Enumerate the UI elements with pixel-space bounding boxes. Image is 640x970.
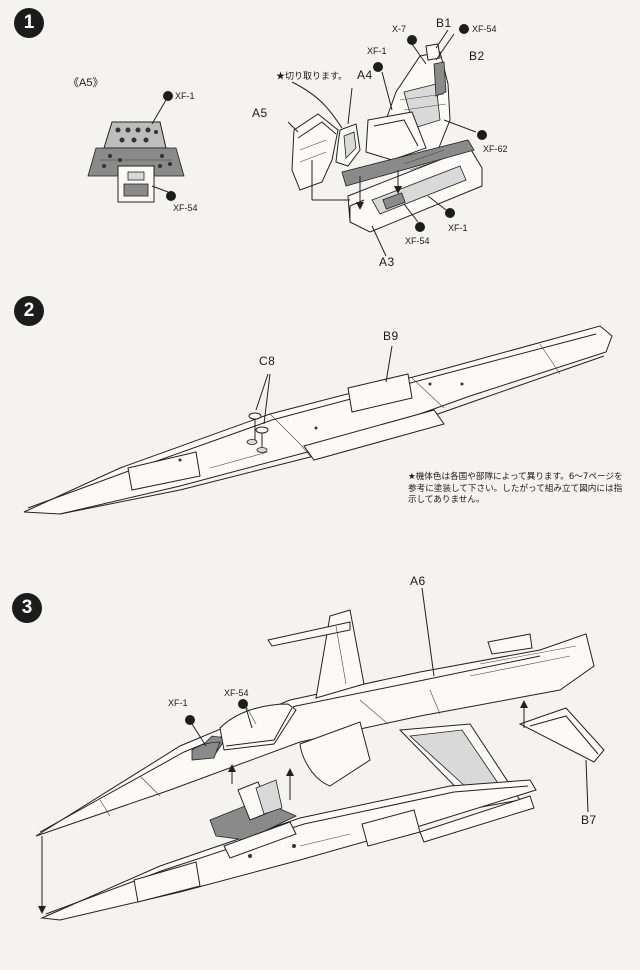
step-3-badge: 3 bbox=[12, 593, 42, 623]
cut-note: ★切り取ります。 bbox=[276, 71, 348, 81]
paint-label-x7: X-7 bbox=[392, 24, 407, 34]
paint-label-xf54-detail: XF-54 bbox=[173, 203, 198, 213]
paint-label-xf1-mid: XF-1 bbox=[367, 46, 387, 56]
a5-part bbox=[287, 113, 339, 191]
paint-dot-xf54-step3 bbox=[238, 699, 248, 709]
step-2-badge: 2 bbox=[14, 296, 44, 326]
a5-detail-panel bbox=[87, 121, 185, 203]
paint-dot-xf62 bbox=[477, 130, 487, 140]
part-label-a4: A4 bbox=[357, 68, 373, 82]
part-label-b9: B9 bbox=[383, 329, 399, 343]
paint-label-xf54-step3: XF-54 bbox=[224, 688, 249, 698]
lower-fuselage-step3 bbox=[40, 779, 537, 921]
part-label-a5: A5 bbox=[252, 106, 268, 120]
a4-part bbox=[335, 87, 361, 167]
paint-label-xf1-bottom: XF-1 bbox=[448, 223, 468, 233]
a5-detail-title: 《A5》 bbox=[68, 77, 104, 89]
paint-dot-xf54-detail bbox=[166, 191, 176, 201]
part-label-b7: B7 bbox=[581, 813, 597, 827]
ejection-seat bbox=[365, 43, 451, 161]
paint-dot-xf1-mid bbox=[373, 62, 383, 72]
a3-cockpit-tub bbox=[341, 139, 483, 233]
paint-label-xf62: XF-62 bbox=[483, 144, 508, 154]
c8-parts bbox=[246, 373, 271, 453]
paint-dot-xf54-bottom bbox=[415, 222, 425, 232]
paint-label-xf54-top: XF-54 bbox=[472, 24, 497, 34]
paint-dot-xf1-step3 bbox=[185, 715, 195, 725]
cockpit-assembly-step3 bbox=[209, 779, 297, 859]
paint-label-xf54-bottom: XF-54 bbox=[405, 236, 430, 246]
lower-fuselage-b9 bbox=[23, 325, 613, 515]
paint-dot-x7 bbox=[407, 35, 417, 45]
part-label-c8: C8 bbox=[259, 354, 276, 368]
paint-dot-xf1-bottom bbox=[445, 208, 455, 218]
part-label-b2: B2 bbox=[469, 49, 485, 63]
upper-fuselage-a6 bbox=[35, 609, 605, 837]
step-1-badge: 1 bbox=[14, 8, 44, 38]
part-label-a3: A3 bbox=[379, 255, 395, 269]
paint-dot-xf1-detail bbox=[163, 91, 173, 101]
part-label-a6: A6 bbox=[410, 574, 426, 588]
paint-dot-xf54-top bbox=[459, 24, 469, 34]
paint-label-xf1-detail: XF-1 bbox=[175, 91, 195, 101]
part-label-b1: B1 bbox=[436, 16, 452, 30]
paint-color-note: ★機体色は各国や部隊によって異ります。6〜7ページを参考に塗装して下さい。したが… bbox=[408, 472, 623, 505]
paint-label-xf1-step3: XF-1 bbox=[168, 698, 188, 708]
